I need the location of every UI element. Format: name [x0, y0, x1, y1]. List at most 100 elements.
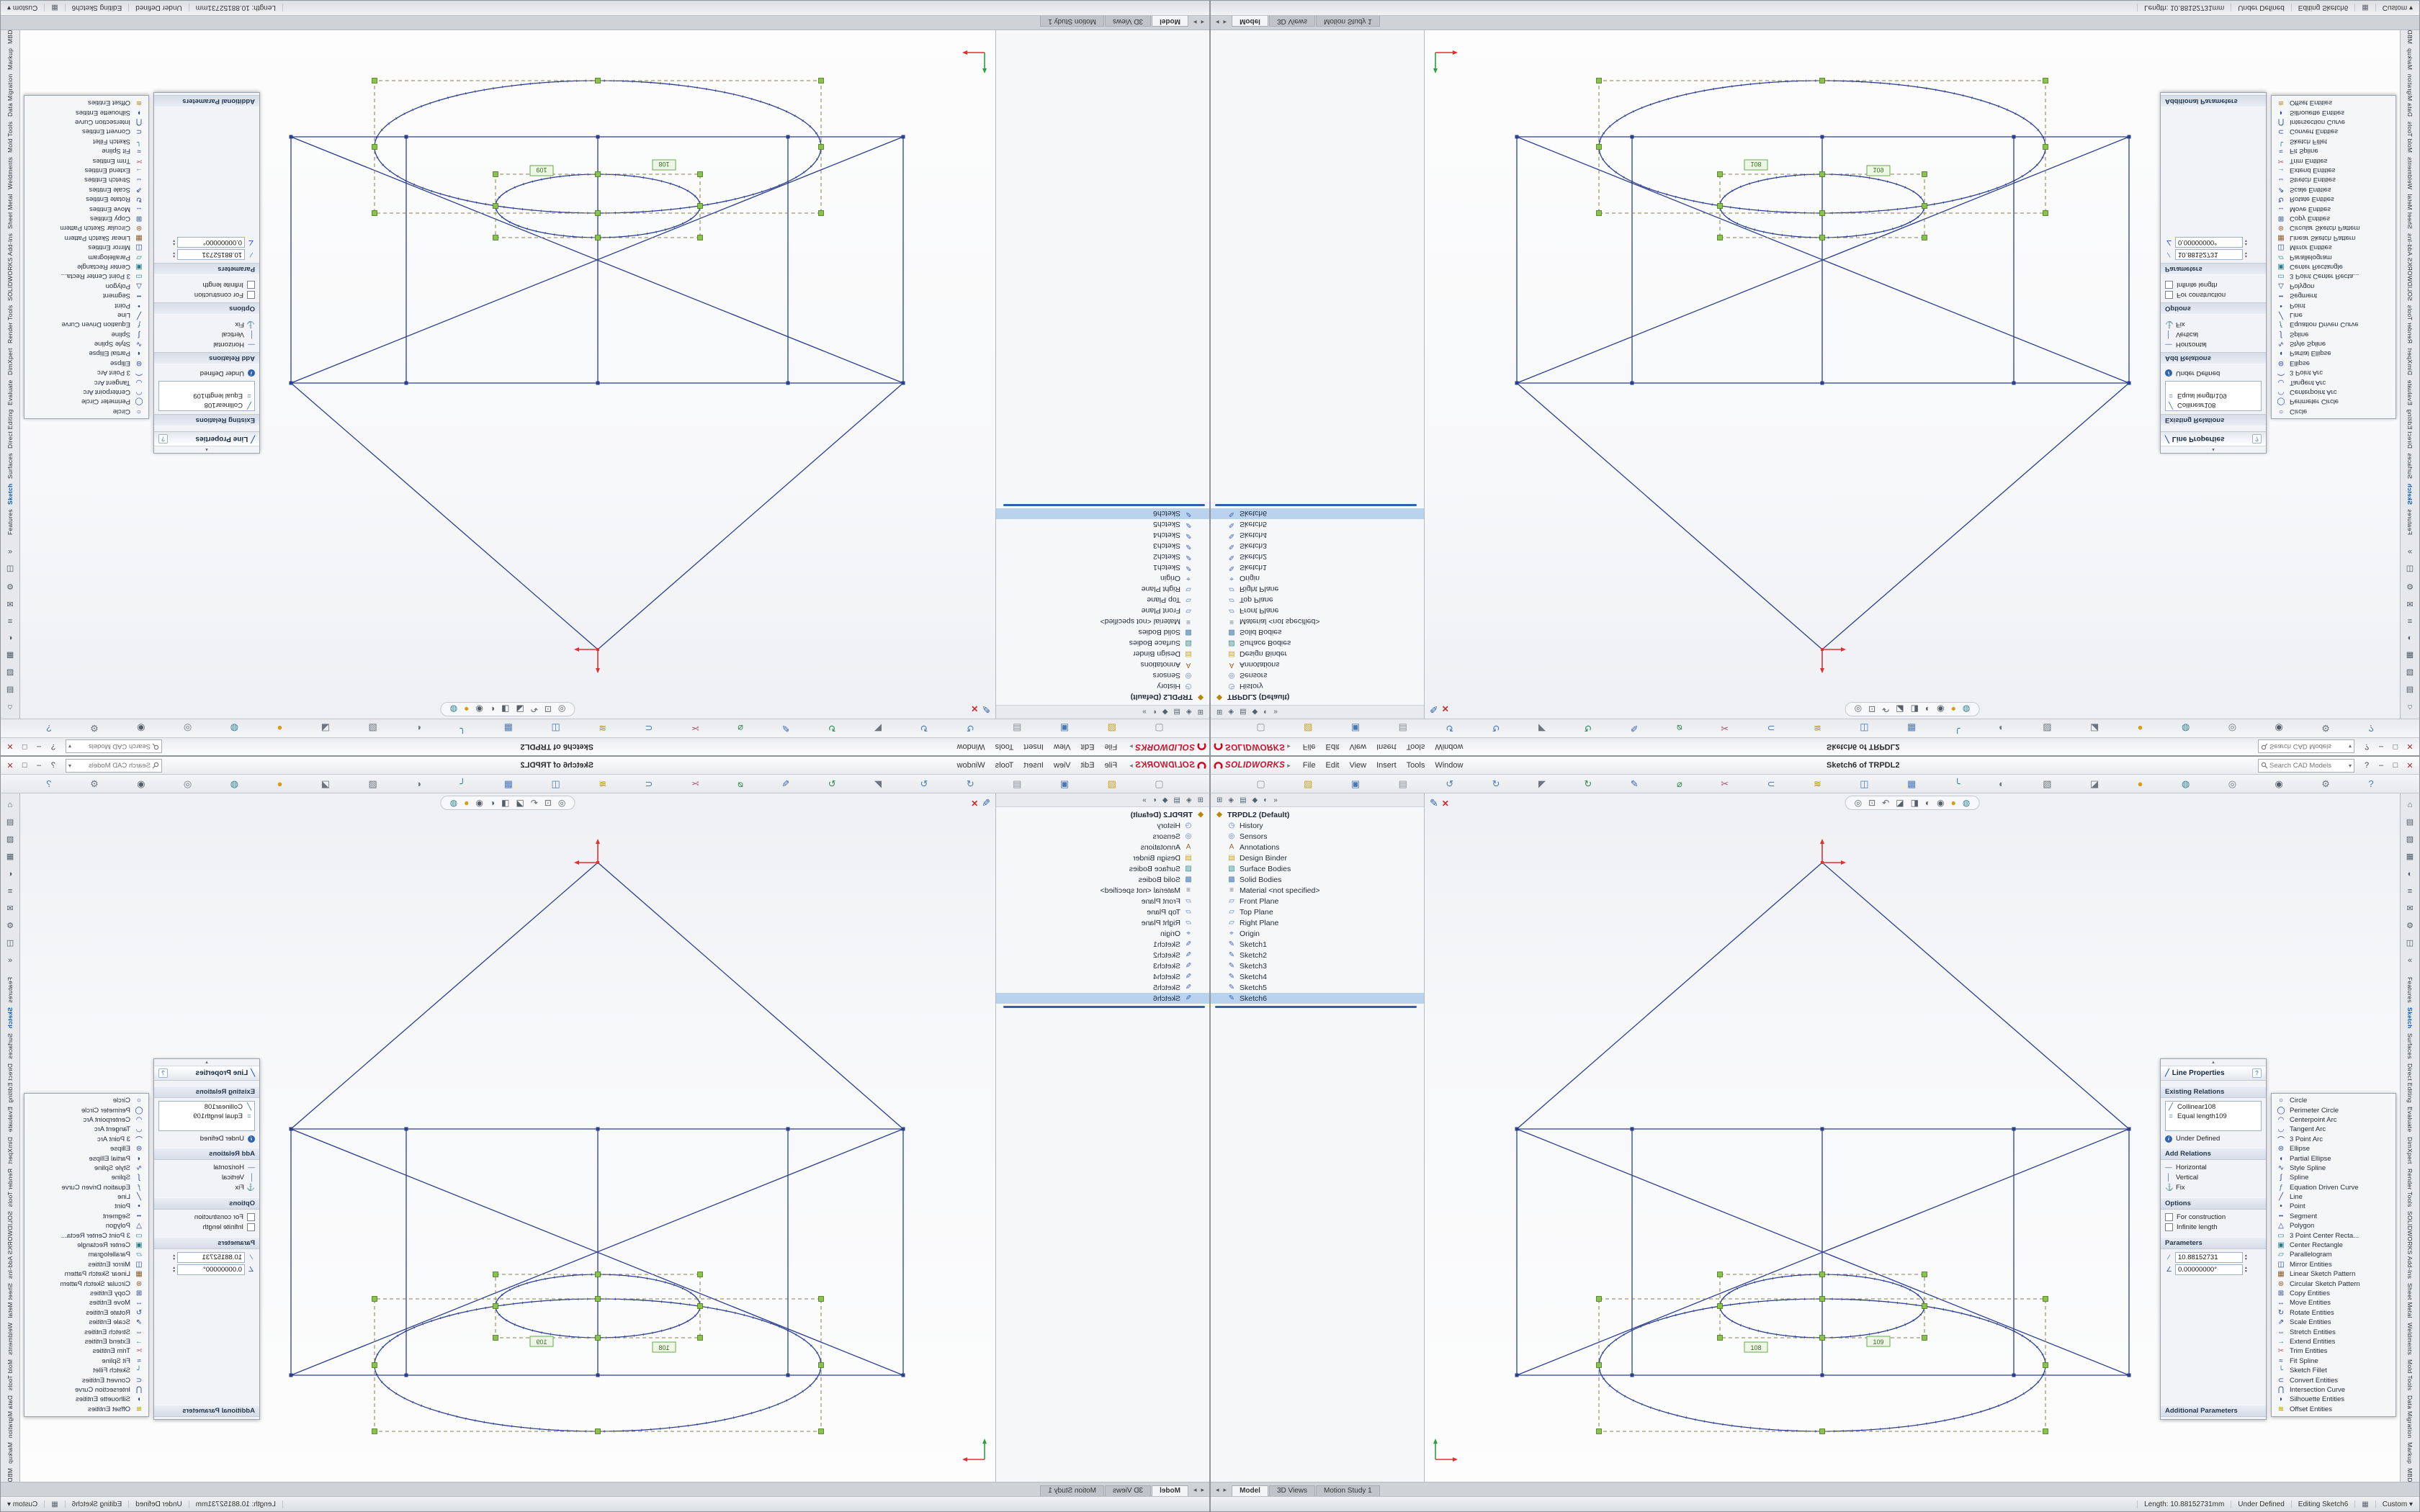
option-checkbox[interactable]: Infinite length — [158, 280, 255, 290]
undo-icon[interactable]: ↺ — [966, 778, 974, 789]
view-palette-icon[interactable]: ▦ — [2406, 852, 2414, 861]
tree-item[interactable]: ✎ Sketch2 — [1211, 552, 1424, 562]
tree-item[interactable]: ✎ Sketch1 — [996, 562, 1209, 573]
appearances-icon[interactable]: ● — [277, 723, 283, 734]
units-dropdown[interactable]: Custom ▾ — [1, 1500, 45, 1508]
command-tab[interactable]: SOLIDWORKS Add-Ins — [6, 233, 14, 301]
sketch-tool-item[interactable]: ◗ Silhouette Entities — [2272, 1395, 2396, 1404]
command-tab[interactable]: Evaluate — [6, 1107, 14, 1133]
sketch-tool-item[interactable]: ∿ Style Spline — [24, 1164, 148, 1173]
previous-view-icon[interactable]: ↶ — [1882, 704, 1890, 714]
sketch-tool-item[interactable]: ∫ Spline — [24, 329, 148, 338]
document-tab[interactable]: Model — [1232, 16, 1268, 27]
tree-item[interactable]: ✎ Sketch5 — [1211, 982, 1424, 993]
task-home-icon[interactable]: ⌂ — [2407, 703, 2413, 711]
sketch-tool-item[interactable]: ╰ Sketch Fillet — [2272, 1366, 2396, 1375]
cancel-sketch-icon[interactable]: ✕ — [1441, 703, 1449, 714]
command-tab[interactable]: Weldments — [2406, 1323, 2414, 1356]
command-tab[interactable]: DimXpert — [6, 1136, 14, 1164]
sketch-tool-item[interactable]: ◫ Mirror Entities — [2272, 1260, 2396, 1269]
tree-item[interactable]: ▧ Surface Bodies — [996, 638, 1209, 649]
fillet-icon[interactable]: ╰ — [1954, 723, 1960, 734]
rebuild-icon[interactable]: ↻ — [828, 778, 836, 789]
scene-icon[interactable]: ◍ — [1962, 798, 1971, 808]
tree-item[interactable]: ▱ Right Plane — [996, 917, 1209, 928]
redo-icon[interactable]: ↻ — [1492, 778, 1500, 789]
sketch-tool-item[interactable]: ✂ Trim Entities — [2272, 156, 2396, 165]
tab-scroll-right-icon[interactable]: ▸ — [1223, 19, 1227, 26]
sketch-tool-item[interactable]: → Extend Entities — [24, 1337, 148, 1346]
confirmation-corner[interactable]: ✎ ✕ — [971, 797, 990, 809]
search-dropdown-icon[interactable]: ▾ — [2348, 743, 2352, 750]
parameter-value[interactable]: 10.88152731 — [177, 1252, 245, 1263]
panel-collapse-icon[interactable]: ▴ — [2161, 446, 2266, 453]
rebuild-icon[interactable]: ↻ — [828, 723, 836, 734]
tree-item[interactable]: ▱ Front Plane — [996, 606, 1209, 616]
sketch-vertices[interactable] — [289, 1127, 905, 1377]
smart-dimension-icon[interactable]: ⌀ — [738, 778, 743, 789]
save-icon[interactable]: ▣ — [1350, 778, 1361, 789]
tree-item[interactable]: ▤ Design Binder — [996, 852, 1209, 863]
menu-item[interactable]: Edit — [1325, 742, 1340, 751]
sketch-tool-item[interactable]: ◡ Tangent Arc — [24, 1125, 148, 1134]
sketch-tool-item[interactable]: ↻ Rotate Entities — [24, 1308, 148, 1318]
tree-item[interactable]: ◷ History — [996, 681, 1209, 692]
undo-icon[interactable]: ↺ — [1446, 778, 1454, 789]
sketch-tool-item[interactable]: ╍ Segment — [24, 1212, 148, 1221]
tree-item[interactable]: ▤ Design Binder — [1211, 852, 1424, 863]
sketch-tool-item[interactable]: ○ Circle — [24, 1096, 148, 1105]
sketch-tool-item[interactable]: ≈ Fit Spline — [2272, 146, 2396, 156]
view-orientation-icon[interactable]: ◨ — [501, 704, 510, 714]
sketch-tool-item[interactable]: ▣ Center Rectangle — [24, 262, 148, 271]
propertymanager-tab-icon[interactable]: ◈ — [1228, 708, 1234, 716]
offset-entities-icon[interactable]: ≋ — [1813, 778, 1821, 789]
edit-appearance-icon[interactable]: ◍ — [230, 723, 239, 734]
smart-dimension-icon[interactable]: ⌀ — [738, 723, 743, 734]
display-style-icon[interactable]: ◐ — [416, 778, 422, 789]
hide-show-icon[interactable]: ◉ — [475, 704, 483, 714]
menu-item[interactable]: File — [1104, 742, 1118, 751]
view-palette-icon[interactable]: ▦ — [2406, 651, 2414, 660]
search-input[interactable] — [71, 760, 153, 770]
solidworks-forum-icon[interactable]: ✉ — [6, 599, 14, 608]
menu-item[interactable]: View — [1349, 761, 1367, 770]
search-box[interactable]: ▾ — [2257, 739, 2354, 754]
tree-item[interactable]: ▧ Surface Bodies — [1211, 638, 1424, 649]
sketch-tool-item[interactable]: ▦ Linear Sketch Pattern — [2272, 233, 2396, 243]
sketch-icon[interactable]: ✎ — [781, 778, 790, 789]
section-view-icon[interactable]: ◪ — [1896, 798, 1904, 808]
command-tab[interactable]: Render Tools — [2406, 305, 2414, 344]
dimxpertmanager-tab-icon[interactable]: ◆ — [1162, 708, 1168, 716]
document-tab[interactable]: 3D Views — [1268, 1485, 1316, 1496]
section-view-icon[interactable]: ◪ — [2089, 723, 2099, 734]
tree-item[interactable]: ▩ Solid Bodies — [1211, 874, 1424, 885]
parameters-header[interactable]: Parameters — [2161, 1237, 2266, 1249]
sketch-canvas[interactable]: 108 109 — [1425, 793, 2174, 1456]
sketch-tool-item[interactable]: → Extend Entities — [2272, 1337, 2396, 1346]
print-icon[interactable]: ▤ — [1013, 723, 1022, 734]
sketch-tool-item[interactable]: ╱ Line — [24, 1192, 148, 1202]
displaymanager-tab-icon[interactable]: ◐ — [1263, 796, 1268, 804]
previous-view-icon[interactable]: ↶ — [530, 704, 538, 714]
hide-show-icon[interactable]: ◉ — [137, 778, 145, 789]
propertymanager-tab-icon[interactable]: ◈ — [1186, 708, 1192, 716]
minimize-button[interactable]: – — [36, 742, 42, 751]
sketch-canvas[interactable]: 108 109 — [246, 56, 995, 719]
appearances-icon[interactable]: ● — [277, 778, 283, 789]
file-explorer-icon[interactable]: ▨ — [6, 668, 14, 677]
help-icon[interactable]: ? — [46, 778, 52, 789]
command-tab[interactable]: Evaluate — [2406, 1107, 2414, 1133]
document-tab[interactable]: Motion Study 1 — [1316, 1485, 1380, 1496]
command-tab[interactable]: Features — [6, 977, 14, 1003]
menu-item[interactable]: Edit — [1080, 761, 1095, 770]
fillet-icon[interactable]: ╰ — [460, 778, 466, 789]
add-relation-button[interactable]: ⚓ Fix — [158, 1182, 255, 1192]
offset-entities-icon[interactable]: ≋ — [1813, 723, 1821, 734]
tree-item[interactable]: ✎ Sketch1 — [996, 939, 1209, 950]
relation-item[interactable]: ╱ Collinear108 — [2167, 1102, 2259, 1112]
dimxpertmanager-tab-icon[interactable]: ◆ — [1252, 708, 1258, 716]
redo-icon[interactable]: ↻ — [920, 723, 928, 734]
tree-item[interactable]: ▩ Solid Bodies — [996, 874, 1209, 885]
appearances-icon[interactable]: ● — [2137, 723, 2143, 734]
options-header[interactable]: Options — [154, 302, 259, 315]
